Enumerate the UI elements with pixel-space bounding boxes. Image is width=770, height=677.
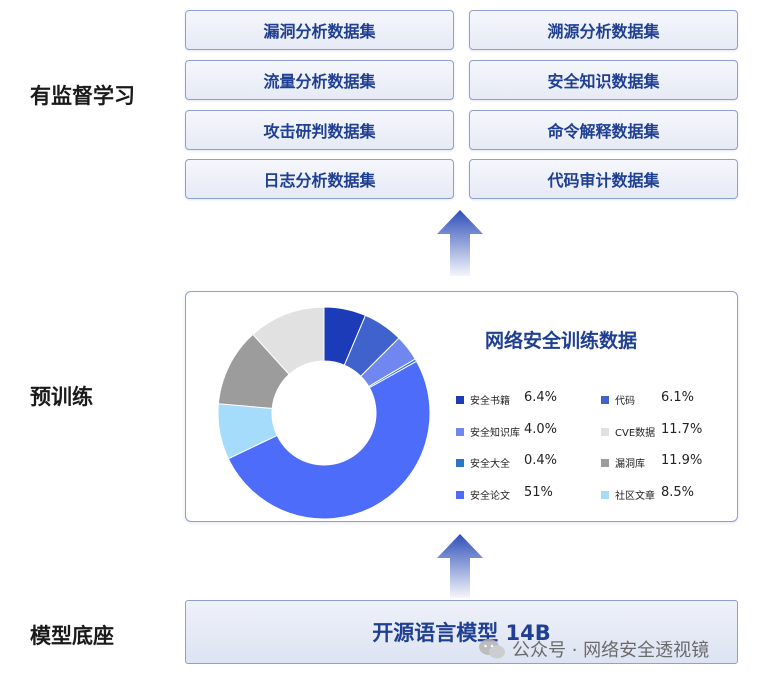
legend-value: 4.0% <box>524 422 558 437</box>
dataset-box: 安全知识数据集 <box>469 60 738 100</box>
legend-item: CVE数据 <box>601 424 655 439</box>
dataset-box: 溯源分析数据集 <box>469 10 738 50</box>
legend-value: 51% <box>524 485 553 500</box>
legend-label: 安全大全 <box>470 459 510 470</box>
legend-label: 漏洞库 <box>615 459 645 470</box>
legend-swatch <box>601 490 609 499</box>
stage-label-supervised: 有监督学习 <box>30 84 135 108</box>
legend-value: 11.7% <box>661 422 703 437</box>
legend-label: 社区文章 <box>615 491 655 502</box>
legend-item: 安全论文 <box>456 487 510 502</box>
watermark-text: 公众号 · 网络安全透视镜 <box>512 640 710 661</box>
stage-label-pretrain: 预训练 <box>30 385 93 409</box>
watermark: 公众号 · 网络安全透视镜 <box>478 636 709 662</box>
legend-swatch <box>456 458 464 467</box>
legend-value: 11.9% <box>661 453 703 468</box>
legend-swatch <box>601 395 609 404</box>
donut-slice <box>252 306 325 376</box>
up-arrow-icon <box>437 534 483 598</box>
chart-title: 网络安全训练数据 <box>485 330 638 352</box>
dataset-box: 攻击研判数据集 <box>185 110 454 150</box>
dataset-box: 命令解释数据集 <box>469 110 738 150</box>
legend-swatch <box>456 490 464 499</box>
legend-swatch <box>601 458 609 467</box>
legend-item: 社区文章 <box>601 487 655 502</box>
legend-swatch <box>456 395 464 404</box>
legend-label: 安全论文 <box>470 491 510 502</box>
legend-value: 6.1% <box>661 390 695 405</box>
legend-label: 安全书籍 <box>470 396 510 407</box>
dataset-box: 漏洞分析数据集 <box>185 10 454 50</box>
legend-label: CVE数据 <box>615 428 656 439</box>
legend-swatch <box>601 427 609 436</box>
legend-item: 安全知识库 <box>456 424 520 439</box>
legend-swatch <box>456 427 464 436</box>
legend-value: 8.5% <box>661 485 695 500</box>
wechat-icon <box>479 639 505 659</box>
base-model-label: 开源语言模型 14B <box>372 621 551 645</box>
legend-item: 代码 <box>601 392 635 407</box>
dataset-box: 日志分析数据集 <box>185 159 454 199</box>
base-model-box: 开源语言模型 14B <box>185 600 738 664</box>
dataset-box: 代码审计数据集 <box>469 159 738 199</box>
legend-item: 安全书籍 <box>456 392 510 407</box>
legend-item: 漏洞库 <box>601 455 645 470</box>
legend-label: 安全知识库 <box>470 428 520 439</box>
legend-item: 安全大全 <box>456 455 510 470</box>
legend-label: 代码 <box>615 396 635 407</box>
dataset-box: 流量分析数据集 <box>185 60 454 100</box>
donut-slice <box>227 360 431 520</box>
legend-value: 0.4% <box>524 453 558 468</box>
donut-chart <box>217 306 431 520</box>
legend-value: 6.4% <box>524 390 558 405</box>
stage-label-base: 模型底座 <box>30 624 114 648</box>
up-arrow-icon <box>437 210 483 276</box>
